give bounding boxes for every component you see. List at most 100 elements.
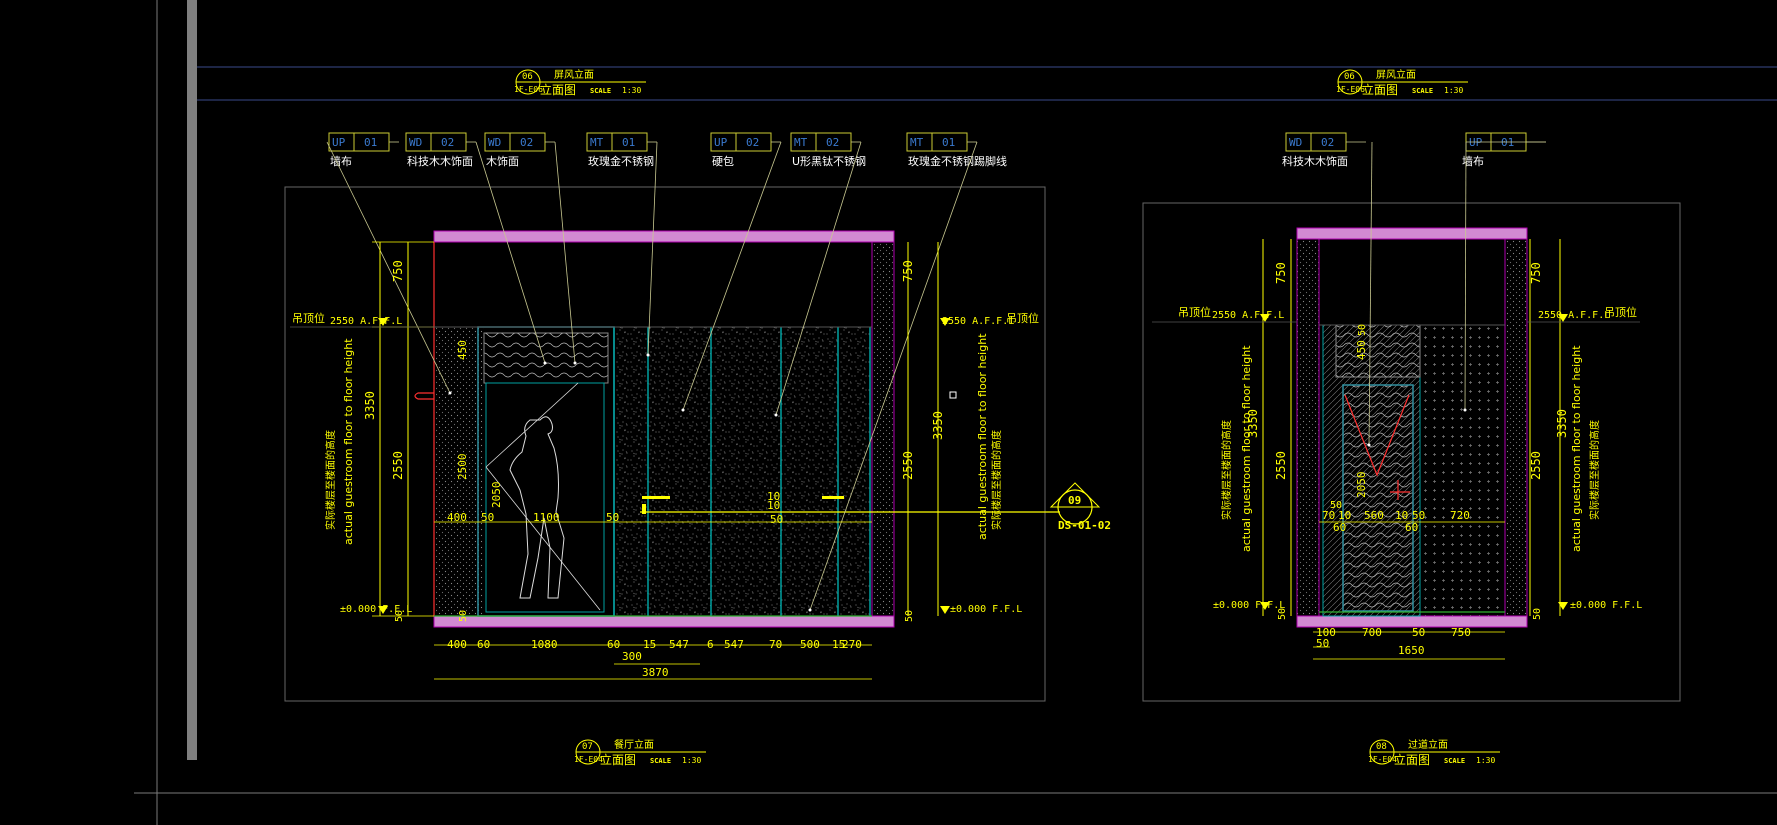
title-block-number: 06: [522, 72, 533, 82]
dim-text: 50: [1357, 324, 1368, 336]
dim-text: 10: [1338, 509, 1351, 522]
dim-text: 3870: [642, 666, 669, 679]
dim-text: 60: [477, 638, 490, 651]
title-block-scale-label: SCALE: [650, 757, 671, 765]
dim-text: 50: [458, 610, 469, 622]
level-marker: [1260, 314, 1270, 322]
level-marker: [378, 318, 388, 326]
height-note-en: actual guestroom floor to floor height: [342, 338, 355, 545]
section-marker-number: 09: [1068, 494, 1081, 507]
material-tag-code: UP: [714, 136, 728, 149]
dim-text: 60: [607, 638, 620, 651]
dim-text: 50: [606, 511, 619, 524]
right-right-wall: [1504, 238, 1528, 617]
height-note-cn: 实际楼层至楼面的高度: [1220, 420, 1233, 520]
left-door-opening: [485, 382, 605, 613]
dim-text: 3350: [1555, 409, 1569, 438]
title-block-scale: 1:30: [1476, 756, 1495, 765]
title-block-scale-label: SCALE: [1444, 757, 1465, 765]
level-marker: [1260, 602, 1270, 610]
title-block-number: 07: [582, 742, 593, 752]
material-tag-description: 玫瑰金不锈钢: [588, 154, 654, 168]
material-tag-number: 01: [622, 136, 635, 149]
dim-text: 2550: [901, 451, 915, 480]
material-tag-number: 02: [746, 136, 759, 149]
dim-text: 50: [1412, 626, 1425, 639]
dim-text: 10: [1395, 509, 1408, 522]
height-note-cn: 实际楼层至楼面的高度: [1588, 420, 1601, 520]
section-marker-ref: DS-01-02: [1058, 519, 1111, 532]
ceiling-level-value: 2550 A.F.F.L: [1212, 310, 1284, 321]
material-tag-code: MT: [590, 136, 604, 149]
leader-line: [1368, 141, 1373, 446]
material-tag-description: 科技木木饰面: [407, 154, 473, 168]
floor-level-value: ±0.000 F.F.L: [340, 604, 412, 615]
material-tag: MT 01 玫瑰金不锈钢: [586, 132, 658, 357]
material-tag-description: 硬包: [712, 155, 734, 168]
material-tag-number: 01: [1501, 136, 1514, 149]
left-red-detail: [414, 392, 434, 400]
left-wall-cloth-panel: [436, 327, 484, 616]
height-note-en: actual guestroom floor to floor height: [976, 333, 989, 540]
dim-text: 50: [1330, 500, 1342, 511]
ceiling-level-value: 2550 A.F.F.L: [330, 316, 402, 327]
dim-text: 50: [904, 610, 915, 622]
dim-text: 50: [1316, 637, 1329, 650]
dim-text: 3350: [931, 411, 945, 440]
floor-level-value: ±0.000 F.F.L: [1213, 600, 1285, 611]
dim-text: 2050: [490, 482, 503, 509]
dim-text: 50: [394, 610, 405, 622]
leader-line: [682, 141, 782, 411]
dim-text: 270: [842, 638, 862, 651]
title-block-name: 屏风立面: [554, 68, 594, 81]
dim-text: 1100: [533, 511, 560, 524]
title-block-number: 06: [1344, 72, 1355, 82]
dim-text: 50: [481, 511, 494, 524]
title-block-scale: 1:30: [682, 756, 701, 765]
dim-text: 2500: [456, 454, 469, 481]
material-tag-number: 01: [942, 136, 955, 149]
dim-text: 400: [447, 638, 467, 651]
dim-text: 2550: [1274, 451, 1288, 480]
title-block-code: 1F-E06: [1336, 85, 1365, 94]
right-ceiling-slab: [1296, 227, 1528, 240]
leader-dot: [1367, 443, 1371, 447]
dim-text: 547: [669, 638, 689, 651]
material-tag-code: MT: [794, 136, 808, 149]
right-door-swing: [1344, 394, 1410, 477]
dim-text: 750: [1274, 262, 1288, 284]
dim-text: 3350: [1246, 409, 1260, 438]
dim-text: 70: [1322, 509, 1335, 522]
leader-dot: [1463, 408, 1467, 412]
leader-line: [647, 141, 658, 356]
leader-line: [326, 141, 451, 394]
material-tag-description: 科技木木饰面: [1282, 154, 1348, 168]
ceiling-level-label: 吊顶位: [1006, 311, 1039, 325]
dim-text: 500: [800, 638, 820, 651]
dim-text: 2550: [391, 451, 405, 480]
human-figure-reflection: [485, 466, 601, 611]
left-hard-pack-panels: [614, 327, 870, 616]
dim-text: 60: [1405, 521, 1418, 534]
dim-text: 50: [1277, 608, 1288, 620]
title-block-subtitle: 立面图: [1362, 82, 1398, 97]
dim-text: 400: [447, 511, 467, 524]
ceiling-level-value: 2550 A.F.F.L: [942, 316, 1014, 327]
title-block-code: 1F-E06: [514, 85, 543, 94]
height-note-en: actual guestroom floor to floor height: [1240, 345, 1253, 552]
ceiling-level-label: 吊顶位: [292, 311, 325, 325]
dim-text: 100: [1316, 626, 1336, 639]
material-tag-description: 木饰面: [486, 154, 519, 168]
dim-text: 560: [1364, 509, 1384, 522]
material-tag: UP 02 硬包: [681, 132, 782, 412]
